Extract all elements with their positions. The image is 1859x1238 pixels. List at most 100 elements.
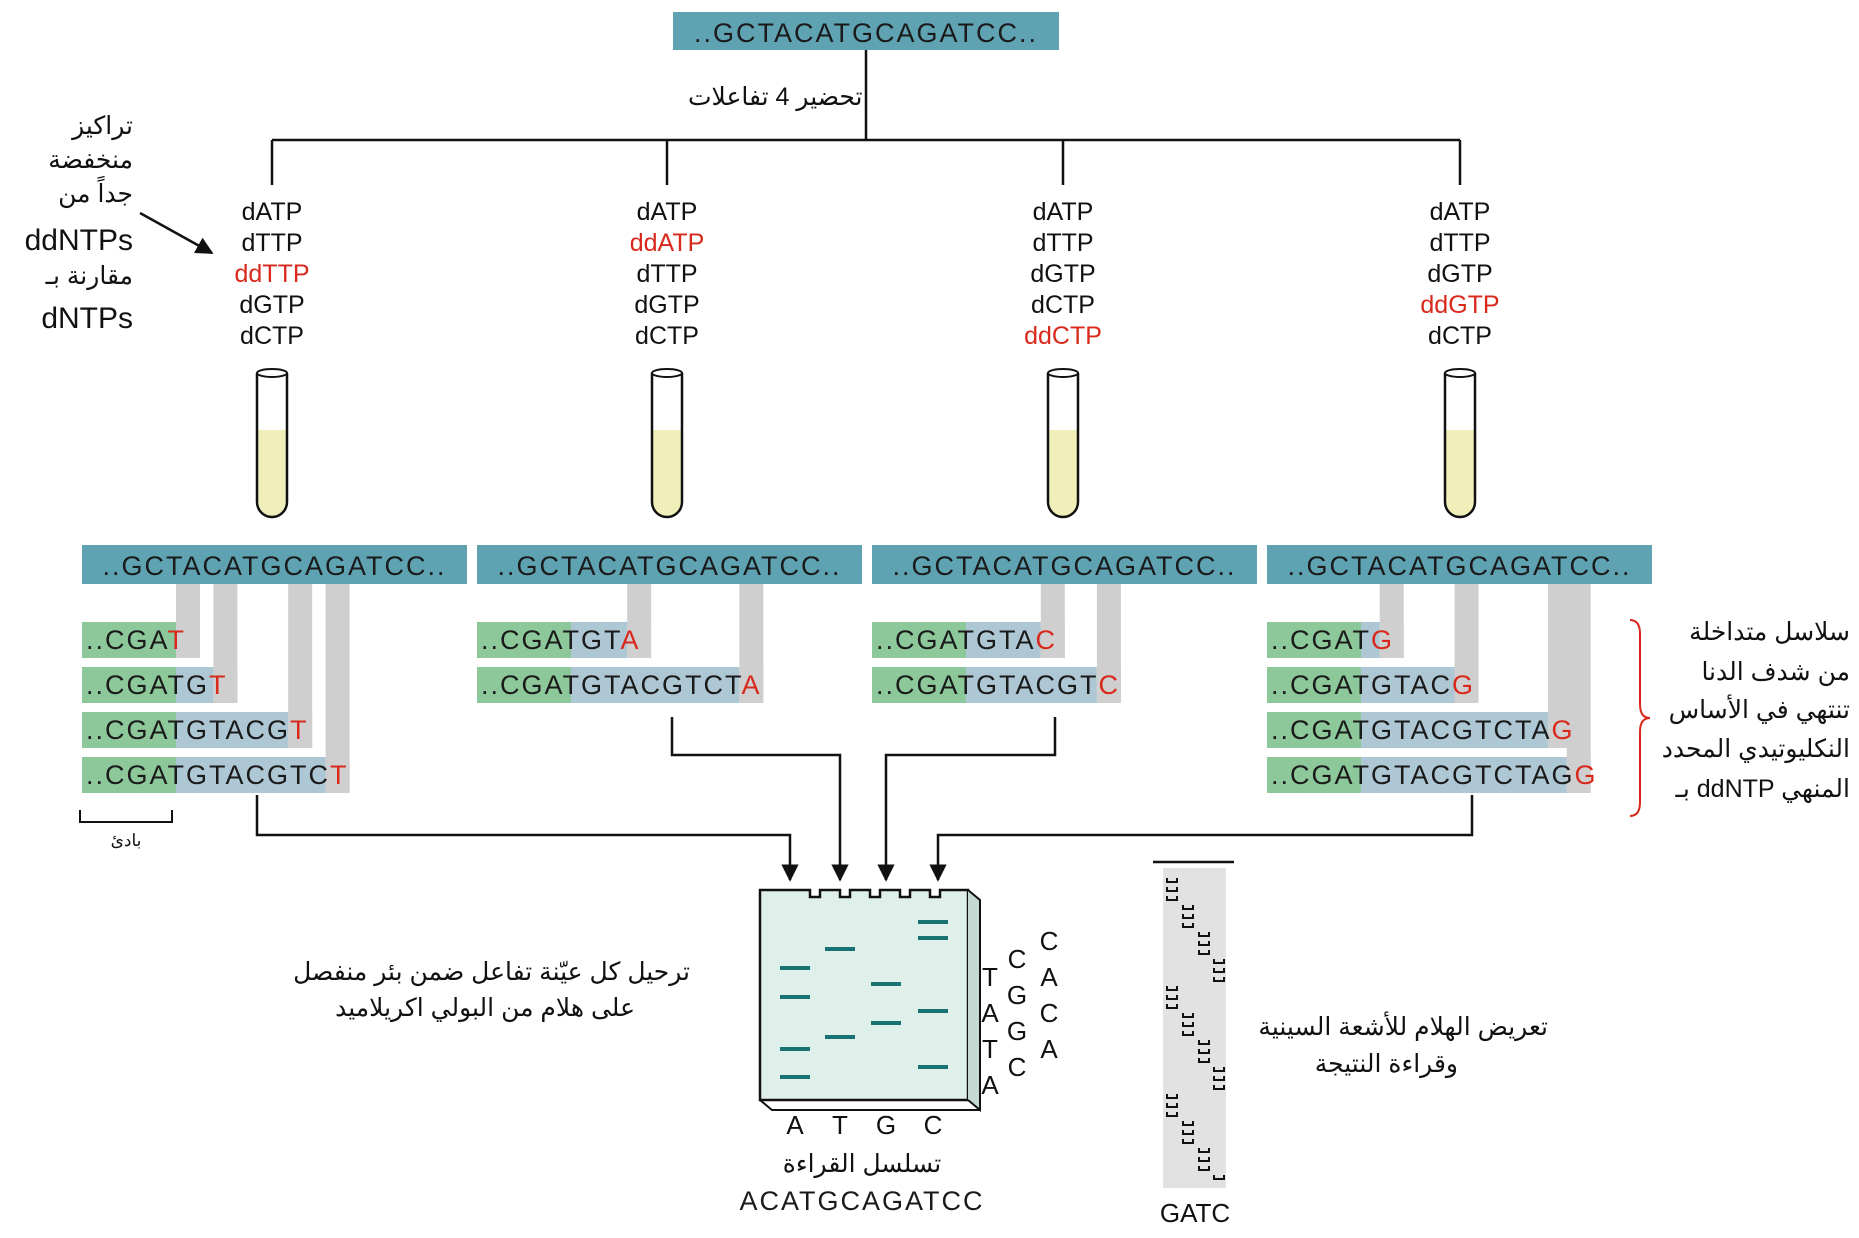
autorad-band bbox=[1182, 905, 1194, 910]
test-tubes bbox=[255, 368, 1477, 519]
terminator-base: G bbox=[1575, 760, 1598, 790]
terminator-base: G bbox=[1371, 625, 1394, 655]
primer-segment bbox=[872, 622, 966, 658]
autoradiograph: GATC bbox=[1153, 860, 1234, 1228]
tube-outline bbox=[1443, 373, 1477, 519]
terminator-segment bbox=[1096, 667, 1121, 703]
terminator-segment bbox=[1548, 712, 1572, 748]
reaction-2-reagent-5: dCTP bbox=[635, 322, 699, 350]
autorad-band bbox=[1198, 1157, 1210, 1162]
tube-rim bbox=[651, 368, 683, 378]
autorad-band bbox=[1166, 1112, 1178, 1117]
fragment-row: ..CGATGTACGTCTAG bbox=[1267, 712, 1573, 748]
read-col3-2: A bbox=[1040, 962, 1058, 992]
template-strand-text: ..GCTACATGCAGATCC.. bbox=[102, 551, 446, 581]
reaction-1-reagent-4: dGTP bbox=[239, 291, 304, 319]
terminator-segment bbox=[1040, 622, 1065, 658]
fragment-row: ..CGATGTAC bbox=[872, 622, 1065, 658]
autorad-band bbox=[1198, 950, 1210, 955]
terminator-base: A bbox=[741, 670, 761, 700]
autorad-lane-labels: GATC bbox=[1160, 1198, 1230, 1228]
template-strand-2 bbox=[477, 545, 862, 584]
terminator-segment bbox=[325, 757, 350, 793]
test-tube-2 bbox=[650, 368, 684, 519]
extension-segment bbox=[176, 667, 214, 703]
reaction-3-reagent-1: dATP bbox=[1033, 198, 1094, 226]
tube-liquid bbox=[257, 430, 287, 517]
read-col3-3: C bbox=[1040, 998, 1059, 1028]
primer-segment bbox=[872, 667, 966, 703]
reaction-2-reagent-4: dGTP bbox=[634, 291, 699, 319]
autorad-band bbox=[1182, 914, 1194, 919]
primer-segment bbox=[477, 667, 571, 703]
autorad-band bbox=[1213, 977, 1225, 982]
autorad-band bbox=[1198, 1166, 1210, 1171]
reaction-4-reagent-2: dTTP bbox=[1429, 229, 1490, 257]
red-brace bbox=[1629, 619, 1651, 817]
terminator-base: T bbox=[290, 715, 309, 745]
reaction-4-reagent-5: dCTP bbox=[1428, 322, 1492, 350]
extension-segment bbox=[1361, 622, 1380, 658]
top-template-text: ..GCTACATGCAGATCC.. bbox=[694, 18, 1038, 48]
autorad-band bbox=[1213, 968, 1225, 973]
autorad-band bbox=[1213, 959, 1225, 964]
primer-segment bbox=[82, 667, 176, 703]
autorad-band bbox=[1198, 1049, 1210, 1054]
gel-side bbox=[967, 889, 981, 1113]
reaction-2-reagent-2: ddATP bbox=[630, 229, 705, 257]
test-tube-4 bbox=[1443, 368, 1477, 519]
tube-liquid bbox=[1048, 430, 1078, 517]
read-col3-1: C bbox=[1040, 926, 1059, 956]
read-columns: T A T A C G G C C A C A bbox=[981, 926, 1058, 1100]
extension-segment bbox=[571, 667, 740, 703]
fragments-note-line-4: النكليوتيدي المحدد bbox=[1662, 735, 1850, 764]
autorad-band bbox=[1213, 1085, 1225, 1090]
autorad-band bbox=[1198, 1058, 1210, 1063]
tube-outline bbox=[650, 373, 684, 519]
concentration-note-line-1: تراكيز bbox=[70, 112, 133, 141]
read-col1-3: T bbox=[982, 1034, 998, 1064]
read-col1-2: A bbox=[981, 998, 999, 1028]
primer-segment bbox=[82, 712, 176, 748]
concentration-note-line-4: ddNTPs bbox=[25, 224, 133, 257]
reaction-3-reagent-2: dTTP bbox=[1032, 229, 1093, 257]
autorad-film bbox=[1163, 868, 1226, 1188]
tube-outline bbox=[1046, 373, 1080, 519]
reagent-lists: dATP dTTP ddTTP dGTP dCTP dATP ddATP dTTP dGTP dC… bbox=[234, 198, 1499, 350]
terminator-segment bbox=[288, 712, 313, 748]
terminator-base: C bbox=[1036, 625, 1058, 655]
fragments-note: سلاسل متداخلة من شدف الدنا تنتهي في الأس… bbox=[1629, 618, 1850, 817]
lane-label-t: T bbox=[832, 1110, 848, 1140]
fragment-row: ..CGATGTACG bbox=[1267, 667, 1479, 703]
terminator-segment bbox=[1454, 667, 1479, 703]
terminator-base: T bbox=[209, 670, 228, 700]
primer-segment bbox=[477, 622, 571, 658]
tube-rim bbox=[1047, 368, 1079, 378]
template-strand-4 bbox=[1267, 545, 1652, 584]
fragment-text: ..CGATGTACGTCTAGG bbox=[1271, 760, 1598, 790]
tube-rim bbox=[256, 368, 288, 378]
gel-loading-arrows bbox=[255, 717, 1474, 882]
autorad-band bbox=[1198, 941, 1210, 946]
terminator-base: G bbox=[1452, 670, 1475, 700]
reaction-1-reagent-5: dCTP bbox=[240, 322, 304, 350]
reaction-1-reagent-3: ddTTP bbox=[234, 260, 309, 288]
fragment-text: ..CGATGTAC bbox=[876, 625, 1057, 655]
fragment-row: ..CGATGTA bbox=[477, 622, 652, 658]
autorad-band bbox=[1198, 1040, 1210, 1045]
xray-note-line-1: تعريض الهلام للأشعة السينية bbox=[1258, 1010, 1548, 1042]
gel-note-line-1: ترحيل كل عيّنة تفاعل ضمن بئر منفصل bbox=[293, 958, 690, 987]
read-col1-4: A bbox=[981, 1070, 999, 1100]
reaction-4-reagent-1: dATP bbox=[1430, 198, 1491, 226]
extension-segment bbox=[1361, 712, 1548, 748]
terminator-segment bbox=[627, 622, 652, 658]
autorad-band bbox=[1166, 1103, 1178, 1108]
autorad-band bbox=[1182, 1022, 1194, 1027]
terminator-segment bbox=[1566, 757, 1591, 793]
tube-liquid bbox=[652, 430, 682, 517]
gel-slab bbox=[758, 888, 970, 1102]
autorad-band bbox=[1213, 1076, 1225, 1081]
fragment-text: ..CGATGTACGTCTA bbox=[481, 670, 762, 700]
fragment-text: ..CGATGTACGTC bbox=[876, 670, 1120, 700]
